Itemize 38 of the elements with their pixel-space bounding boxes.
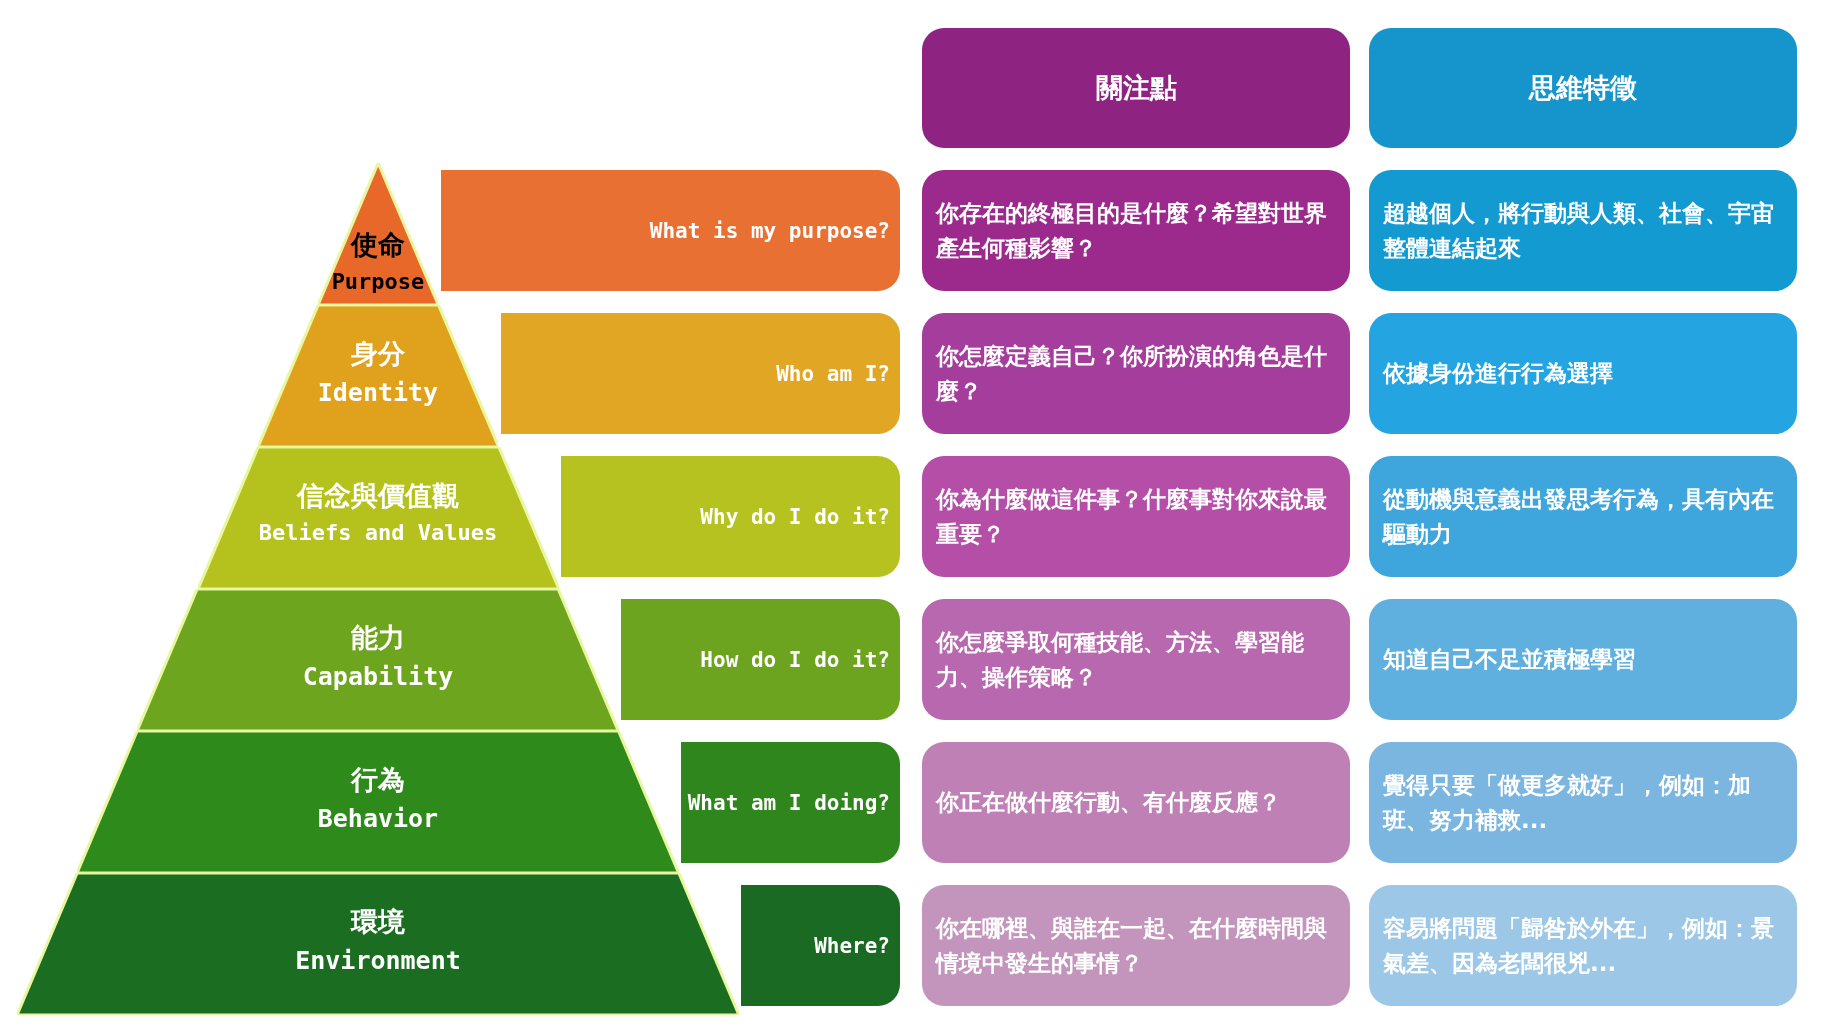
question-text: Who am I? [776, 361, 890, 386]
layer-subtitle: Beliefs and Values [257, 520, 499, 545]
trait-cell: 容易將問題「歸咎於外在」，例如：景氣差、因為老闆很兇... [1369, 885, 1797, 1006]
focus-cell: 你存在的終極目的是什麼？希望對世界產生何種影響？ [922, 170, 1350, 291]
layer-title: 使命 [349, 228, 406, 262]
layer-title: 能力 [350, 621, 406, 655]
layer-subtitle: Capability [301, 662, 455, 691]
trait-cell: 知道自己不足並積極學習 [1369, 599, 1797, 720]
layer-title: 信念與價值觀 [295, 479, 460, 513]
column-header: 思維特徵 [1369, 28, 1797, 148]
question-bar [741, 885, 900, 1006]
column-header: 關注點 [922, 28, 1350, 148]
question-text: Where? [814, 933, 890, 958]
trait-cell: 依據身份進行行為選擇 [1369, 313, 1797, 434]
trait-cell: 超越個人，將行動與人類、社會、宇宙整體連結起來 [1369, 170, 1797, 291]
question-bar [681, 742, 900, 863]
layer-title: 身分 [350, 337, 406, 371]
focus-cell: 你怎麼爭取何種技能、方法、學習能力、操作策略？ [922, 599, 1350, 720]
layer-subtitle: Identity [316, 378, 440, 407]
question-bar [441, 170, 900, 291]
layer-subtitle: Purpose [330, 269, 426, 294]
question-text: What am I doing? [687, 790, 890, 815]
layer-title: 行為 [349, 763, 406, 797]
question-bar [501, 313, 900, 434]
focus-cell: 你在哪裡、與誰在一起、在什麼時間與情境中發生的事情？ [922, 885, 1350, 1006]
question-bar [561, 456, 900, 577]
focus-cell: 你怎麼定義自己？你所扮演的角色是什麼？ [922, 313, 1350, 434]
question-text: How do I do it? [700, 647, 890, 672]
layer-subtitle: Behavior [316, 804, 440, 833]
question-text: Why do I do it? [700, 504, 890, 529]
layer-title: 環境 [349, 905, 406, 939]
focus-cell: 你正在做什麼行動、有什麼反應？ [922, 742, 1350, 863]
question-text: What is my purpose? [649, 218, 890, 243]
focus-cell: 你為什麼做這件事？什麼事對你來說最重要？ [922, 456, 1350, 577]
trait-cell: 從動機與意義出發思考行為，具有內在驅動力 [1369, 456, 1797, 577]
question-bar [621, 599, 900, 720]
layer-subtitle: Environment [294, 946, 462, 975]
trait-cell: 覺得只要「做更多就好」，例如：加班、努力補救... [1369, 742, 1797, 863]
